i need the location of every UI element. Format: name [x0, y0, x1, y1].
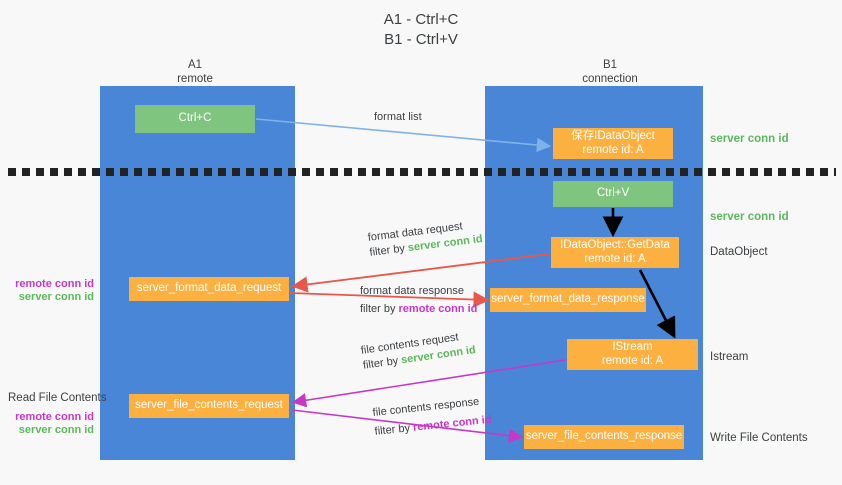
flow-label-format-data-response-filter: filter by remote conn id	[360, 299, 477, 317]
node-getdata-line2: remote id: A	[584, 252, 646, 265]
node-ctrl-v-label: Ctrl+V	[596, 187, 630, 200]
node-ctrl-c-label: Ctrl+C	[178, 112, 212, 125]
node-save-idataobject-line2: remote id: A	[582, 143, 644, 156]
filter-prefix: filter by	[360, 303, 399, 315]
annotation-dataobject: DataObject	[710, 246, 768, 258]
flow-label-format-data-request: format data request filter by server con…	[367, 217, 484, 261]
annotation-server-conn-id-mid: server conn id	[710, 211, 789, 223]
lane-header-b1: B1 connection	[535, 58, 685, 86]
node-save-idataobject[interactable]: 保存IDataObject remote id: A	[553, 128, 673, 159]
annotation-server-conn-id: server conn id	[18, 291, 94, 303]
annotation-istream: Istream	[710, 351, 749, 363]
node-ctrl-v[interactable]: Ctrl+V	[553, 181, 673, 207]
filter-prefix: filter by	[362, 354, 403, 372]
node-save-idataobject-line1: 保存IDataObject	[571, 130, 655, 142]
node-ctrl-c[interactable]: Ctrl+C	[135, 105, 255, 133]
filter-prefix: filter by	[368, 242, 409, 259]
node-server-file-contents-request[interactable]: server_file_contents_request	[129, 394, 289, 418]
lane-header-a1: A1 remote	[130, 58, 260, 86]
title-line-1: A1 - Ctrl+C	[383, 11, 459, 28]
filter-prefix: filter by	[374, 421, 414, 438]
node-server-format-data-response[interactable]: server_format_data_response	[490, 288, 646, 312]
filter-token-remote-conn-id: remote conn id	[412, 413, 493, 434]
title-line-2: B1 - Ctrl+V	[384, 31, 458, 48]
annotation-write-file-contents: Write File Contents	[710, 432, 808, 444]
annotation-remote-conn-id: remote conn id	[15, 278, 94, 290]
node-istream-line2: remote id: A	[601, 354, 664, 367]
flow-label-format-data-response: format data response filter by remote co…	[360, 284, 477, 317]
flow-label-format-list-text: format list	[374, 111, 422, 123]
filter-token-remote-conn-id: remote conn id	[398, 303, 478, 315]
lane-header-b1-role: connection	[582, 73, 638, 85]
node-server-format-data-request[interactable]: server_format_data_request	[129, 277, 289, 301]
node-idataobject-getdata[interactable]: IDataObject::GetData remote id: A	[551, 237, 679, 268]
lane-header-a1-role: remote	[177, 73, 213, 85]
flow-label-file-contents-request: file contents request filter by server c…	[360, 328, 477, 374]
flow-label-format-list: format list	[374, 110, 422, 125]
node-server-file-contents-response[interactable]: server_file_contents_response	[524, 425, 684, 449]
node-server-file-contents-response-label: server_file_contents_response	[525, 430, 683, 443]
node-server-file-contents-request-label: server_file_contents_request	[135, 399, 283, 412]
node-getdata-line1: IDataObject::GetData	[560, 239, 670, 251]
lane-header-a1-name: A1	[187, 59, 203, 71]
flow-label-format-data-response-text: format data response	[360, 285, 464, 297]
annotation-remote-conn-id: remote conn id	[15, 411, 94, 423]
flow-label-file-contents-response: file contents response filter by remote …	[372, 394, 492, 440]
phase-divider	[8, 168, 836, 176]
node-istream-line1: IStream	[612, 341, 653, 353]
node-server-format-data-response-label: server_format_data_response	[491, 293, 645, 306]
diagram-title: A1 - Ctrl+C B1 - Ctrl+V	[0, 10, 842, 50]
annotation-server-conn-id: server conn id	[18, 424, 94, 436]
annotation-read-file-contents: Read File Contents	[8, 392, 107, 404]
annotation-server-conn-id-top: server conn id	[710, 133, 789, 145]
node-server-format-data-request-label: server_format_data_request	[136, 282, 282, 295]
node-istream[interactable]: IStream remote id: A	[567, 339, 698, 370]
lane-header-b1-name: B1	[602, 59, 618, 71]
annotation-conn-id-pair-top: remote conn id server conn id	[8, 278, 94, 304]
annotation-conn-id-pair-bottom: remote conn id server conn id	[8, 411, 94, 437]
